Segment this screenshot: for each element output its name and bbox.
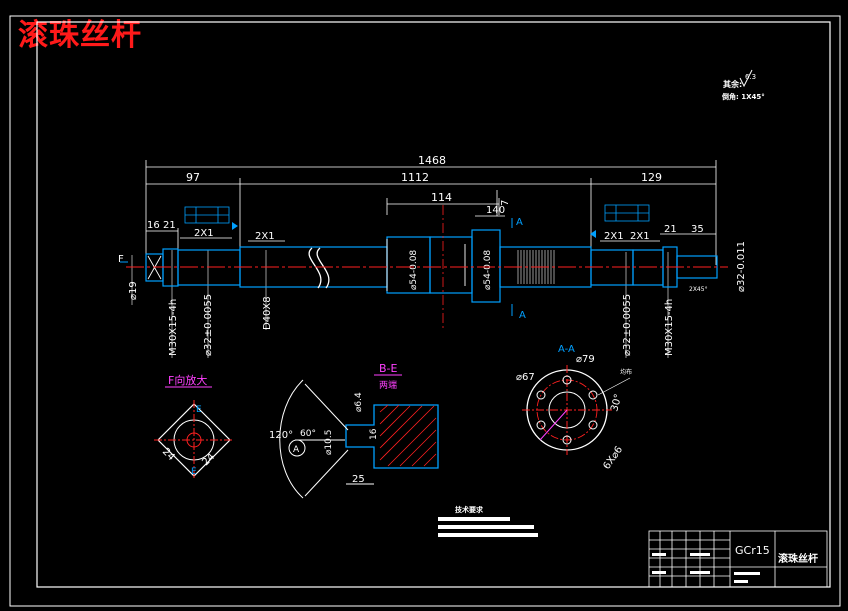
section-a-top: A — [516, 217, 523, 228]
dim-phi54-a: ⌀54-0.08 — [409, 250, 419, 290]
tolerance-frame-left — [184, 206, 230, 224]
drawing-title: 滚珠丝杆 — [18, 18, 142, 53]
e-bottom-label: E — [191, 467, 197, 477]
dim-phi32-left: ⌀32±0.0055 — [203, 294, 214, 356]
dimension-lines — [145, 160, 717, 265]
outer-frame — [9, 15, 841, 607]
dim-d40x8: D40X8 — [262, 296, 273, 330]
note-roughness: 6.3 — [745, 73, 756, 81]
f-view: F向放大 E E 24 24 — [154, 373, 234, 480]
dim-24-a: 24 — [160, 446, 177, 463]
note-other: 其余: — [723, 79, 742, 89]
holes-note: 均布 — [620, 368, 632, 376]
circle-a-label: A — [293, 445, 300, 455]
dim-16-view: 16 — [369, 428, 379, 440]
dim-phi32-right: ⌀32±0.0055 — [622, 294, 633, 356]
dim-left: 97 — [186, 171, 200, 184]
dim-2x1-a: 2X1 — [194, 228, 214, 239]
title-block — [648, 530, 828, 588]
dim-24-b: 24 — [200, 451, 217, 468]
dim-chamfer-small: 2X45° — [689, 286, 708, 293]
material-label: GCr15 — [735, 544, 770, 557]
dim-right: 129 — [641, 171, 662, 184]
vertical-leaders — [131, 250, 669, 358]
dim-phi79: ⌀79 — [576, 354, 595, 365]
dim-phi30: ⌀32-0.011 — [736, 241, 747, 292]
vertical-dimension-texts: ⌀19 M30X15-4h ⌀32±0.0055 D40X8 ⌀54-0.08 … — [128, 241, 747, 356]
dim-7: 7 — [500, 200, 511, 206]
label-f: F — [118, 254, 124, 265]
dim-2x1-c: 2X1 — [604, 231, 624, 242]
inner-frame — [36, 21, 831, 588]
dim-phi54-b: ⌀54-0.08 — [483, 250, 493, 290]
aa-view: A-A ⌀79 ⌀67 30° 6X⌀6 均布 — [516, 344, 632, 472]
dim-phi67: ⌀67 — [516, 372, 535, 383]
e-top-label: E — [196, 405, 202, 415]
dim-2x1-b: 2X1 — [255, 231, 275, 242]
part-name-label: 滚珠丝杆 — [778, 552, 818, 565]
f-view-title: F向放大 — [168, 373, 207, 387]
dimension-texts: 1468 97 1112 129 114 140 16 21 2X1 2X1 2… — [118, 154, 708, 293]
tech-title: 技术要求 — [455, 505, 484, 514]
note-chamfer: 倒角: 1X45° — [721, 92, 765, 101]
angle-120: 120° — [269, 430, 293, 441]
dim-phi64: ⌀6.4 — [354, 392, 364, 412]
be-title: B-E — [379, 362, 398, 375]
tech-requirements: 技术要求 — [438, 505, 538, 537]
dim-21: 21 — [163, 220, 176, 231]
dim-114: 114 — [431, 191, 452, 204]
dim-2x1-d: 2X1 — [630, 231, 650, 242]
dim-mid: 1112 — [401, 171, 429, 184]
dim-25: 25 — [352, 474, 365, 485]
dim-21-right: 21 — [664, 224, 677, 235]
holes-spec: 6X⌀6 — [601, 444, 625, 471]
dim-phi19: ⌀19 — [128, 281, 139, 300]
section-markers: A A — [120, 217, 596, 321]
dim-35: 35 — [691, 224, 704, 235]
section-a-bottom: A — [519, 310, 526, 321]
dim-16: 16 — [147, 220, 160, 231]
roughness-symbol-icon — [739, 69, 753, 88]
dim-140: 140 — [486, 205, 505, 216]
dim-m30-left: M30X15-4h — [168, 299, 179, 356]
surface-note: 其余: 6.3 倒角: 1X45° — [721, 69, 765, 101]
dim-total: 1468 — [418, 154, 446, 167]
be-view: B-E 两端 A 120° 60° ⌀6.4 ⌀10.5 16 25 — [269, 362, 439, 499]
tolerance-frame-right — [604, 204, 650, 222]
angle-30: 30° — [609, 393, 624, 413]
dim-phi105: ⌀10.5 — [324, 430, 334, 455]
title-block-fills — [652, 553, 760, 583]
dim-m30-right: M30X15-4h — [664, 299, 675, 356]
aa-title: A-A — [558, 344, 575, 355]
angle-60: 60° — [300, 429, 316, 439]
be-sub: 两端 — [379, 379, 397, 391]
